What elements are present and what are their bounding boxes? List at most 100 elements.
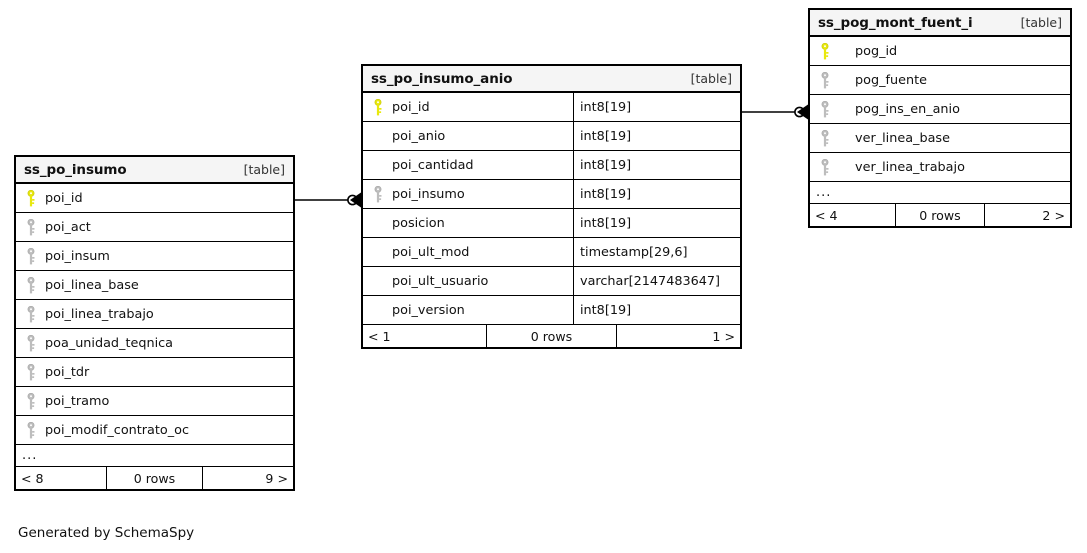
table-title: ss_po_insumo_anio xyxy=(371,70,513,87)
column-row[interactable]: pog_fuente xyxy=(810,66,1070,95)
column-name-cell: ver_linea_trabajo xyxy=(810,153,1070,181)
column-name: poi_anio xyxy=(392,128,446,144)
column-type: varchar[2147483647] xyxy=(580,273,721,289)
table-ss_po_insumo[interactable]: ss_po_insumo[table]poi_id poi_act poi_insu… xyxy=(14,155,295,491)
foreign-key-icon xyxy=(23,334,39,352)
foreign-key-icon xyxy=(23,276,39,294)
foreign-key-icon xyxy=(817,71,833,89)
column-type: int8[19] xyxy=(580,186,632,202)
column-row[interactable]: poi_modif_contrato_oc xyxy=(16,416,293,445)
row-count-label: 0 rows xyxy=(486,325,617,347)
column-type-cell: int8[19] xyxy=(573,122,740,150)
column-name: poa_unidad_teqnica xyxy=(45,335,174,351)
column-row[interactable]: poi_insumo int8[19] xyxy=(363,180,740,209)
table-footer: < 8 0 rows 9 > xyxy=(16,467,293,489)
foreign-key-icon xyxy=(817,158,833,176)
column-name-cell: poi_ult_mod xyxy=(363,238,573,266)
column-name: poi_tdr xyxy=(45,364,90,380)
column-name-cell: poi_cantidad xyxy=(363,151,573,179)
more-columns-indicator: ... xyxy=(16,445,293,467)
column-name-cell: poi_linea_trabajo xyxy=(16,300,293,328)
column-row[interactable]: poi_tramo xyxy=(16,387,293,416)
column-name-cell: poi_insumo xyxy=(363,180,573,208)
column-row[interactable]: poi_id int8[19] xyxy=(363,93,740,122)
column-name: poi_ult_usuario xyxy=(392,273,489,289)
next-page-button[interactable]: 2 > xyxy=(1042,207,1065,223)
column-type-cell: int8[19] xyxy=(573,209,740,237)
column-name-cell: pog_fuente xyxy=(810,66,1070,94)
next-page-button[interactable]: 9 > xyxy=(265,470,288,486)
foreign-key-icon xyxy=(817,129,833,147)
column-name-cell: poi_anio xyxy=(363,122,573,150)
column-name: poi_linea_base xyxy=(45,277,139,293)
column-name: poi_cantidad xyxy=(392,157,474,173)
column-row[interactable]: poi_insum xyxy=(16,242,293,271)
column-type: int8[19] xyxy=(580,302,632,318)
table-kind-label: [table] xyxy=(690,71,732,86)
table-footer: < 1 0 rows 1 > xyxy=(363,325,740,347)
column-row[interactable]: poi_linea_base xyxy=(16,271,293,300)
more-columns-indicator: ... xyxy=(810,182,1070,204)
column-name-cell: poi_id xyxy=(363,93,573,121)
table-header-ss_po_insumo: ss_po_insumo[table] xyxy=(16,157,293,184)
generated-by-caption: Generated by SchemaSpy xyxy=(18,525,195,541)
column-name: poi_id xyxy=(392,99,430,115)
column-name: poi_tramo xyxy=(45,393,110,409)
column-name: poi_ult_mod xyxy=(392,244,470,260)
column-row[interactable]: poi_id xyxy=(16,184,293,213)
column-name: poi_modif_contrato_oc xyxy=(45,422,189,438)
column-type: int8[19] xyxy=(580,215,632,231)
column-name: poi_act xyxy=(45,219,91,235)
next-page-button[interactable]: 1 > xyxy=(712,328,735,344)
column-row[interactable]: poi_ult_usuario varchar[2147483647] xyxy=(363,267,740,296)
column-name-cell: poi_linea_base xyxy=(16,271,293,299)
column-row[interactable]: poi_act xyxy=(16,213,293,242)
row-count-label: 0 rows xyxy=(895,204,985,226)
foreign-key-icon xyxy=(817,100,833,118)
foreign-key-icon xyxy=(23,218,39,236)
column-name: poi_linea_trabajo xyxy=(45,306,154,322)
column-type-cell: varchar[2147483647] xyxy=(573,267,740,295)
column-type-cell: timestamp[29,6] xyxy=(573,238,740,266)
column-row[interactable]: poi_linea_trabajo xyxy=(16,300,293,329)
primary-key-icon xyxy=(23,189,39,207)
foreign-key-icon xyxy=(23,363,39,381)
column-row[interactable]: pog_id xyxy=(810,37,1070,66)
prev-page-button[interactable]: < 4 xyxy=(815,207,838,223)
column-name: poi_version xyxy=(392,302,465,318)
column-name-cell: poi_id xyxy=(16,184,293,212)
column-row[interactable]: poi_version int8[19] xyxy=(363,296,740,325)
column-name-cell: poa_unidad_teqnica xyxy=(16,329,293,357)
column-name: pog_fuente xyxy=(855,72,927,88)
column-type-cell: int8[19] xyxy=(573,180,740,208)
column-type-cell: int8[19] xyxy=(573,93,740,121)
column-name-cell: pog_ins_en_anio xyxy=(810,95,1070,123)
column-name-cell: poi_ult_usuario xyxy=(363,267,573,295)
column-name-cell: pog_id xyxy=(810,37,1070,65)
prev-page-button[interactable]: < 8 xyxy=(21,470,44,486)
column-row[interactable]: poi_cantidad int8[19] xyxy=(363,151,740,180)
column-type-cell: int8[19] xyxy=(573,296,740,324)
column-row[interactable]: ver_linea_trabajo xyxy=(810,153,1070,182)
column-name: poi_insumo xyxy=(392,186,465,202)
column-type-cell: int8[19] xyxy=(573,151,740,179)
column-row[interactable]: poi_ult_mod timestamp[29,6] xyxy=(363,238,740,267)
foreign-key-icon xyxy=(370,185,386,203)
prev-page-button[interactable]: < 1 xyxy=(368,328,391,344)
column-row[interactable]: pog_ins_en_anio xyxy=(810,95,1070,124)
column-row[interactable]: poa_unidad_teqnica xyxy=(16,329,293,358)
relationship-line-insumo-to-insumo-anio xyxy=(295,192,361,208)
column-row[interactable]: poi_anio int8[19] xyxy=(363,122,740,151)
foreign-key-icon xyxy=(23,392,39,410)
column-row[interactable]: ver_linea_base xyxy=(810,124,1070,153)
column-row[interactable]: poi_tdr xyxy=(16,358,293,387)
row-count-label: 0 rows xyxy=(106,467,203,489)
column-name-cell: ver_linea_base xyxy=(810,124,1070,152)
table-kind-label: [table] xyxy=(243,162,285,177)
table-title: ss_pog_mont_fuent_i xyxy=(818,14,973,31)
foreign-key-icon xyxy=(23,421,39,439)
